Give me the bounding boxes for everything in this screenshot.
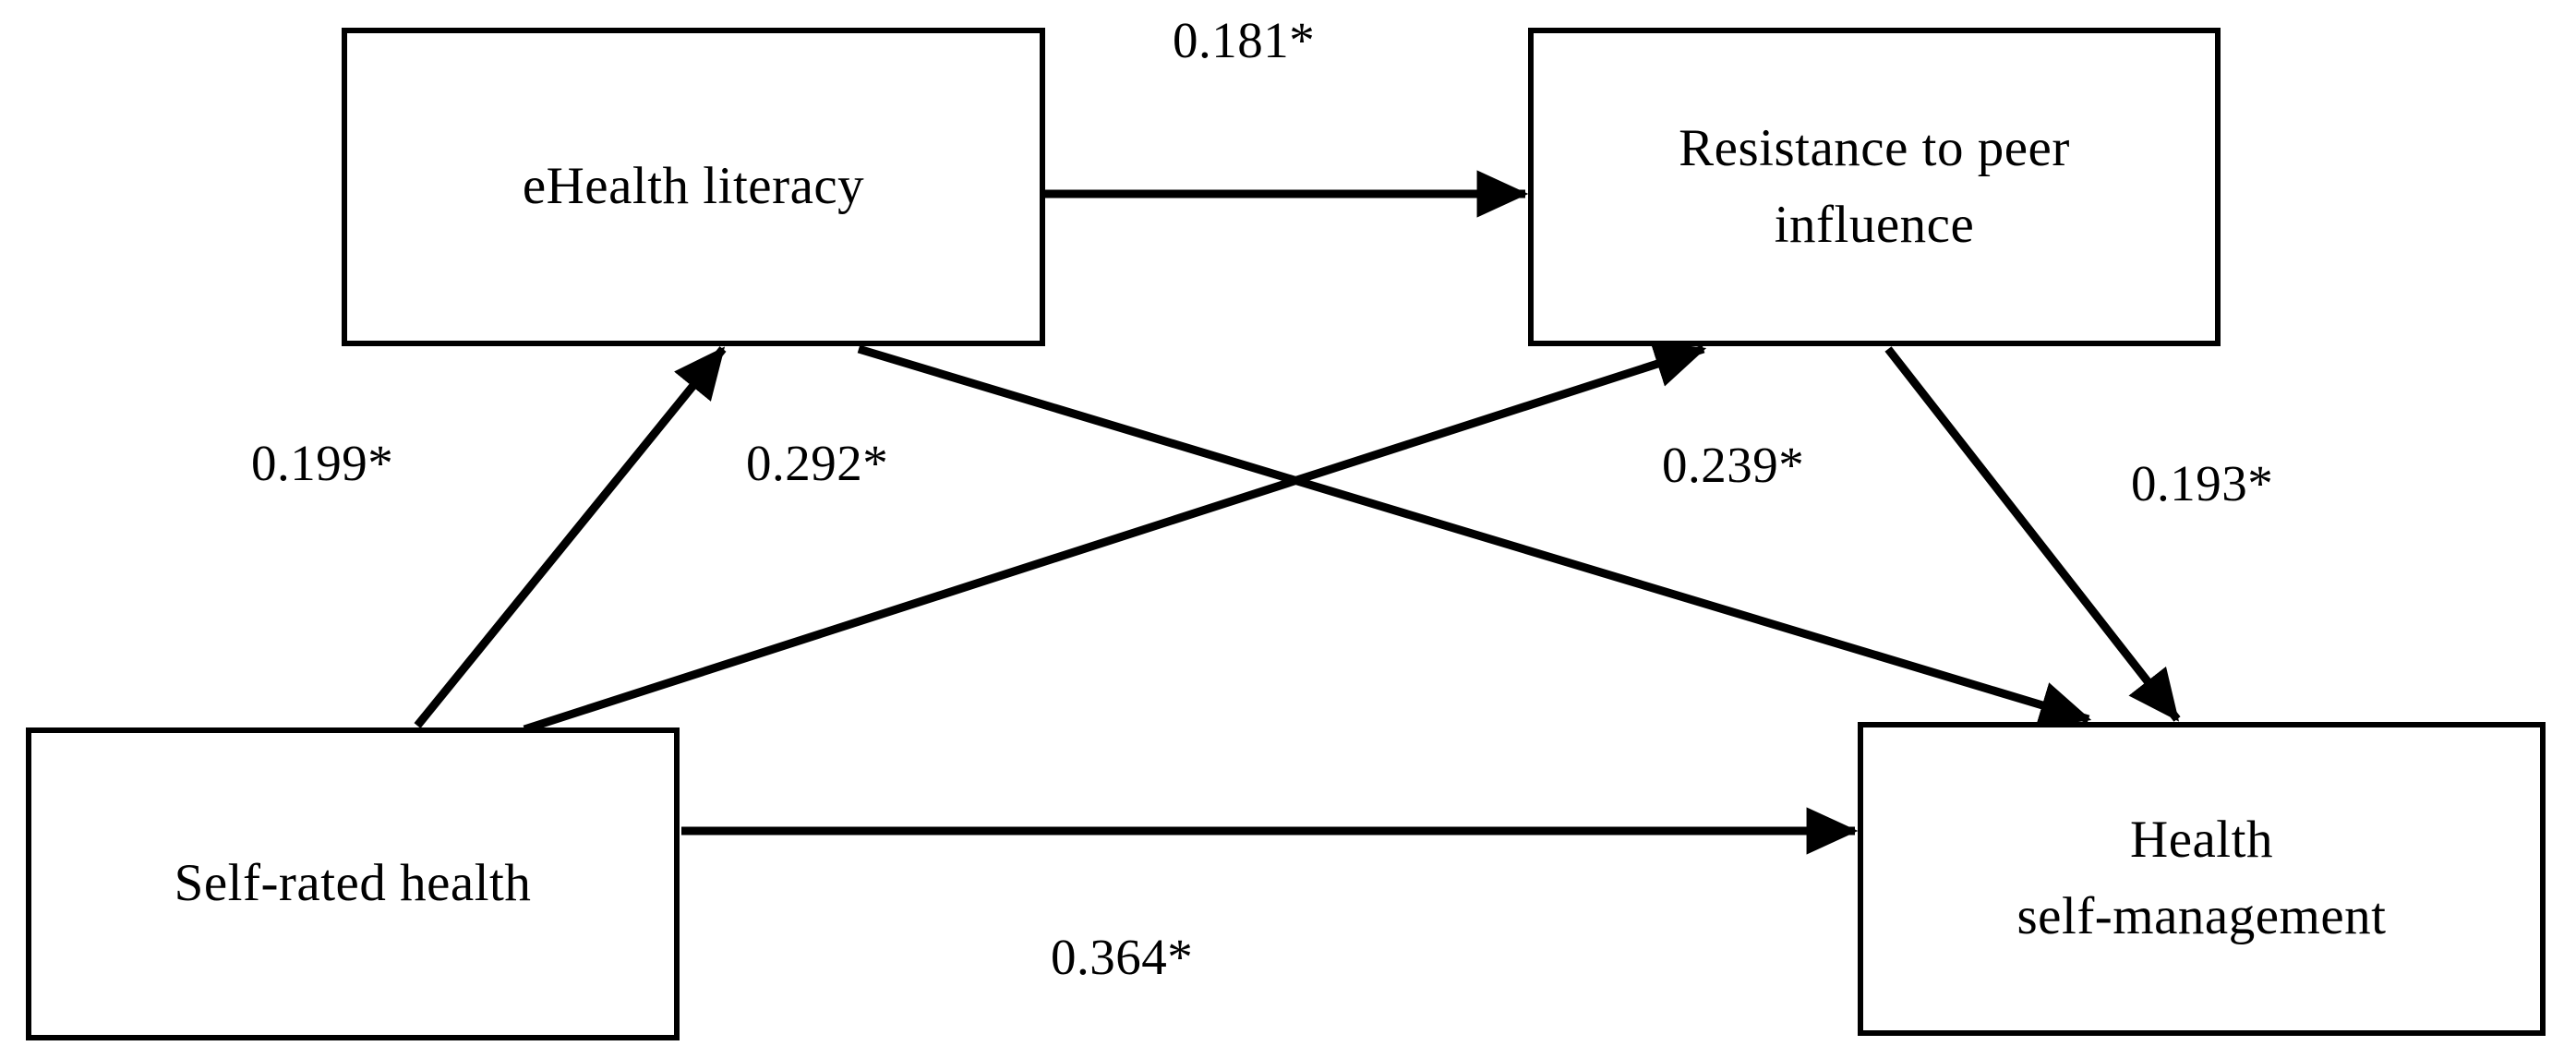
node-label-resistance-peer-influence: Resistance to peer influence	[1679, 118, 2070, 254]
edge-label-resistance-to-health: 0.193*	[2131, 455, 2274, 511]
arrow-srh-to-resistance	[523, 341, 1707, 734]
arrow-srh-to-ehealth	[414, 346, 727, 728]
arrow-ehealth-to-health	[857, 344, 2092, 728]
node-self-rated-health[interactable]: Self-rated health	[26, 727, 680, 1040]
node-ehealth-literacy[interactable]: eHealth literacy	[342, 28, 1045, 346]
edge-label-srh-to-resistance: 0.239*	[1662, 437, 1805, 493]
node-label-ehealth-literacy: eHealth literacy	[522, 157, 865, 216]
edge-label-ehealth-to-resistance: 0.181*	[1173, 12, 1316, 68]
edge-label-ehealth-to-health: 0.292*	[746, 435, 889, 491]
arrow-resistance-to-health	[1884, 346, 2181, 722]
node-label-self-rated-health: Self-rated health	[174, 854, 532, 913]
node-health-self-management[interactable]: Health self-management	[1858, 722, 2546, 1036]
edge-label-srh-to-health: 0.364*	[1051, 929, 1194, 985]
node-resistance-peer-influence[interactable]: Resistance to peer influence	[1528, 28, 2221, 346]
node-label-health-self-management: Health self-management	[2016, 811, 2387, 945]
edge-label-srh-to-ehealth: 0.199*	[251, 435, 394, 491]
